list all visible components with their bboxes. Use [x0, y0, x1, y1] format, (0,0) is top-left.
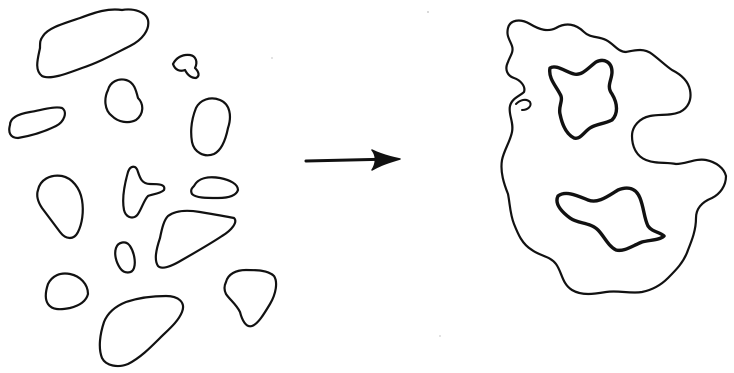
speck [427, 11, 429, 13]
fragment-pointed [123, 167, 164, 218]
fragment-small-hook [173, 55, 199, 78]
scattered-fragments-group [9, 9, 276, 366]
fragment-large-top [37, 9, 148, 77]
fragment-flat-small [191, 177, 238, 198]
fragment-wedge [156, 211, 235, 268]
speck [271, 57, 273, 59]
fragment-flat-left [9, 107, 65, 138]
paper-specks [271, 11, 441, 337]
fragment-tall-right [191, 98, 230, 155]
fragment-round-mid [105, 79, 142, 122]
fragment-bottom-left [46, 273, 88, 309]
inner-hole-lower [557, 188, 664, 250]
fragment-tiny-oval [115, 242, 135, 272]
merged-outer-notch [516, 100, 531, 110]
merged-outer-boundary [501, 21, 726, 294]
merged-region-group [501, 21, 726, 294]
inner-hole-upper [550, 60, 617, 138]
fragment-bottom-large [100, 296, 183, 366]
speck [439, 335, 441, 337]
fragment-left-mid [37, 176, 83, 238]
arrow-head [372, 150, 400, 170]
arrow-right-icon [306, 150, 400, 170]
fragment-bottom-right [225, 270, 277, 326]
